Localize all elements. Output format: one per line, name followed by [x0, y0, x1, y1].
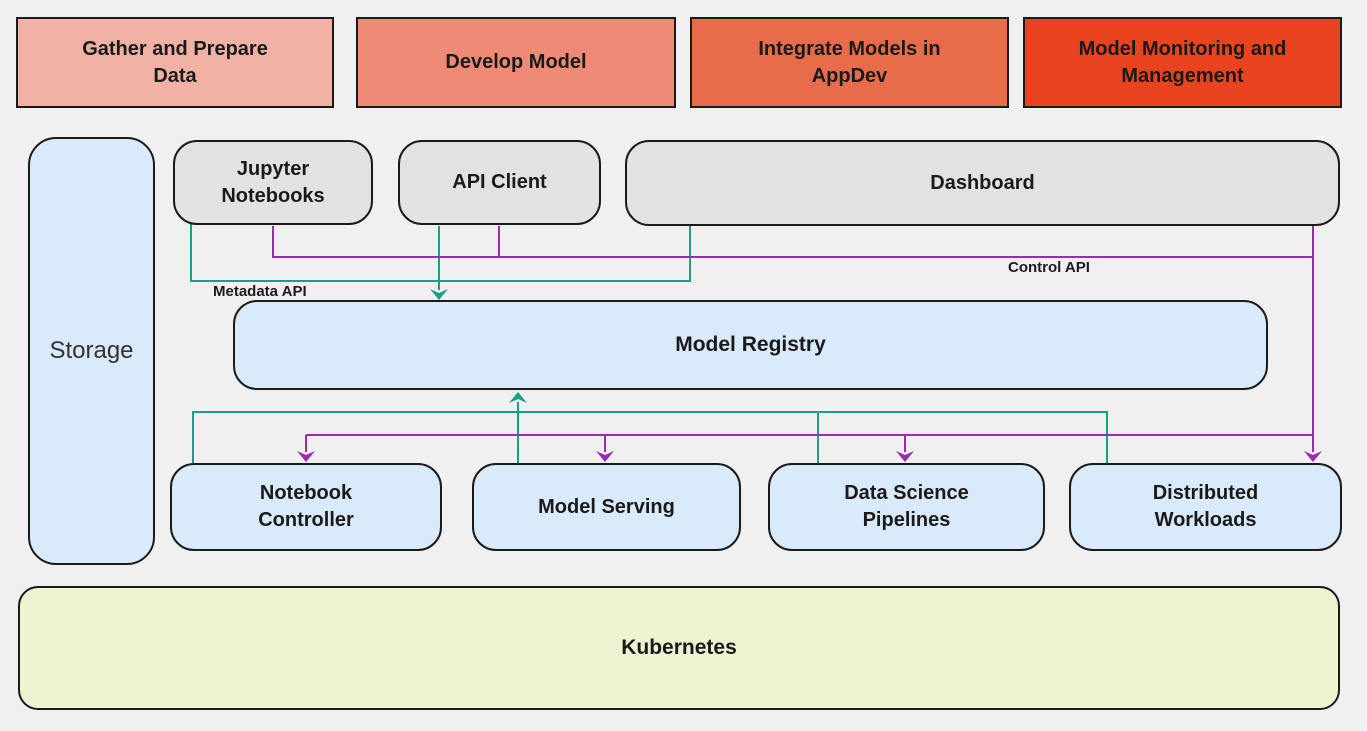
arrowhead-into-distributed-workloads — [1304, 451, 1322, 462]
arrowhead-into-registry-top — [430, 289, 448, 300]
phase-gather-prepare-data: Gather and Prepare Data — [16, 17, 334, 108]
node-storage: Storage — [28, 137, 155, 565]
arrowhead-into-notebook-controller — [297, 451, 315, 462]
metadata-api-label: Metadata API — [213, 283, 307, 300]
arrowhead-into-pipelines — [896, 451, 914, 462]
node-distributed-workloads: Distributed Workloads — [1069, 463, 1342, 551]
phase-integrate-models: Integrate Models in AppDev — [690, 17, 1009, 108]
arrowhead-into-model-serving — [596, 451, 614, 462]
node-api-client: API Client — [398, 140, 601, 225]
edge-jupyter-control — [272, 226, 1313, 258]
node-data-science-pipelines: Data Science Pipelines — [768, 463, 1045, 551]
node-model-registry: Model Registry — [233, 300, 1268, 390]
arrowhead-into-registry-bottom — [509, 392, 527, 403]
node-model-serving: Model Serving — [472, 463, 741, 551]
control-api-label: Control API — [1008, 259, 1090, 276]
node-jupyter-notebooks: Jupyter Notebooks — [173, 140, 373, 225]
node-notebook-controller: Notebook Controller — [170, 463, 442, 551]
node-dashboard: Dashboard — [625, 140, 1340, 226]
edge-jupyter-metadata — [190, 224, 691, 282]
phase-develop-model: Develop Model — [356, 17, 676, 108]
phase-monitoring-management: Model Monitoring and Management — [1023, 17, 1342, 108]
node-kubernetes: Kubernetes — [18, 586, 1340, 710]
edge-components-metadata-bus — [192, 411, 1108, 463]
